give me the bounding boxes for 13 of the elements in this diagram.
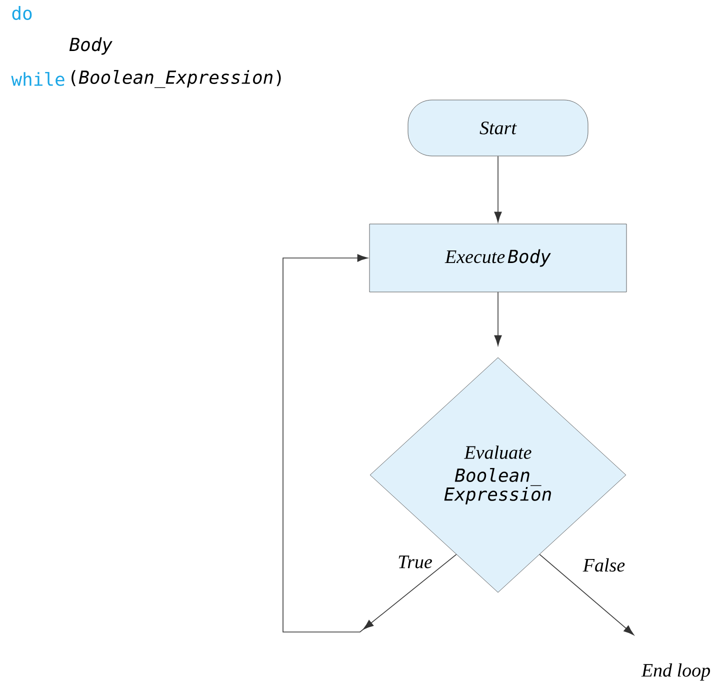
arrow	[494, 156, 502, 222]
arrow	[494, 292, 502, 346]
code-keyword: do	[12, 6, 32, 20]
edge-label: False	[582, 557, 626, 573]
edge-label: True	[396, 554, 434, 570]
code-text: Body	[69, 37, 112, 55]
process-box: Execute Body	[369, 224, 627, 292]
code-text: (Boolean_Expression)	[72, 70, 281, 88]
start-terminal: Start	[408, 100, 588, 156]
code-keyword: while	[11, 72, 64, 86]
arrow	[539, 554, 634, 636]
arrow	[282, 254, 457, 632]
end-text: End loop	[641, 663, 710, 681]
